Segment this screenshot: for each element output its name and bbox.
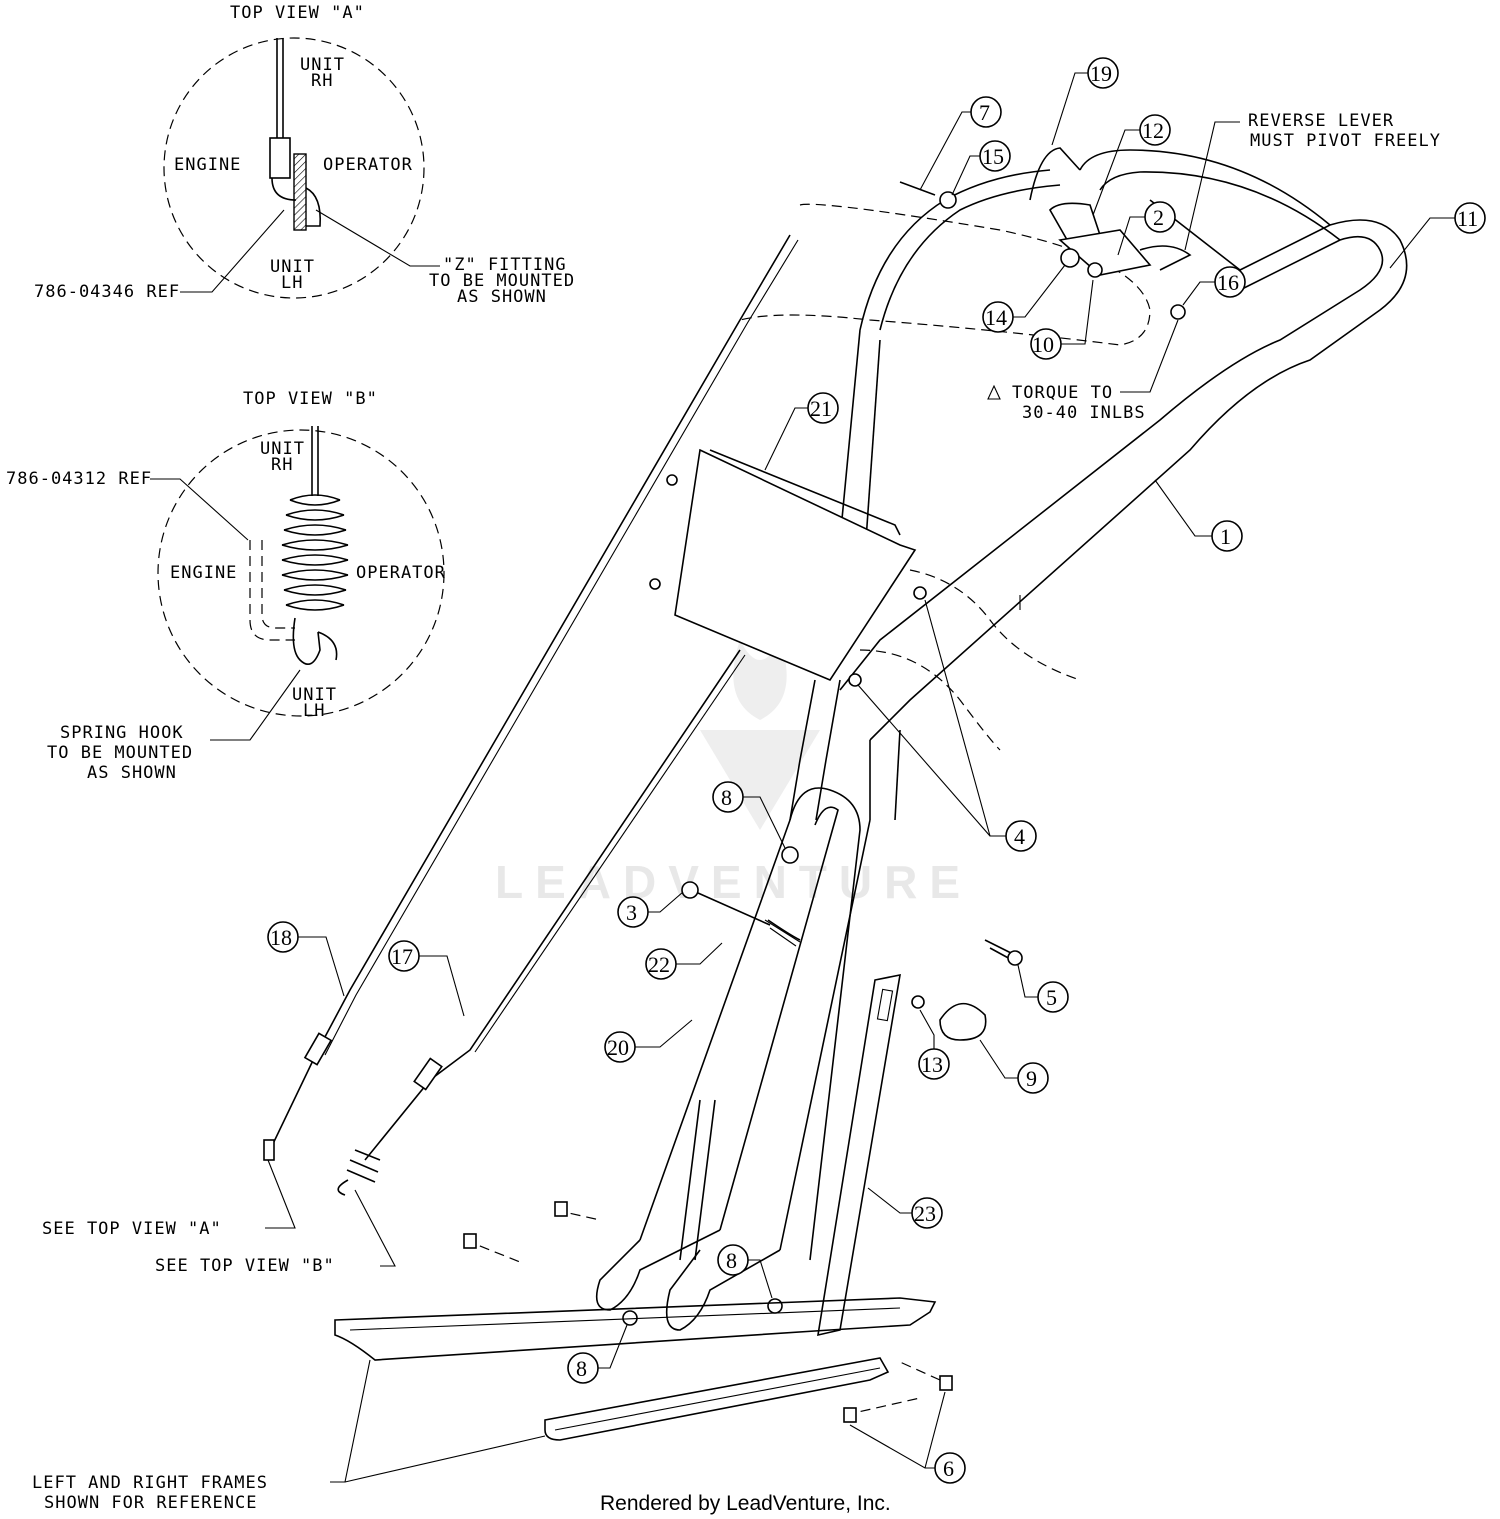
callout-6: 6 bbox=[849, 1391, 966, 1484]
svg-text:19: 19 bbox=[1090, 61, 1112, 86]
svg-text:17: 17 bbox=[391, 944, 413, 969]
note-frames-1: LEFT AND RIGHT FRAMES bbox=[32, 1473, 268, 1493]
svg-text:22: 22 bbox=[648, 952, 670, 977]
callout-11: 11 bbox=[1389, 202, 1486, 269]
note-reverse-lever-1: REVERSE LEVER bbox=[1248, 111, 1394, 131]
callout-18: 18 bbox=[267, 921, 345, 997]
svg-text:10: 10 bbox=[1032, 332, 1054, 357]
detail-a-title: TOP VIEW "A" bbox=[230, 3, 365, 23]
note-see-view-a: SEE TOP VIEW "A" bbox=[42, 1219, 222, 1239]
detail-a-note-1: "Z" FITTING bbox=[443, 255, 567, 275]
detail-b-note-1: SPRING HOOK bbox=[60, 723, 184, 743]
note-torque-2: 30-40 INLBS bbox=[1022, 403, 1146, 423]
credit-line: Rendered by LeadVenture, Inc. bbox=[600, 1492, 891, 1515]
note-torque-1: TORQUE TO bbox=[1012, 383, 1113, 403]
callout-10: 10 bbox=[1030, 279, 1094, 360]
detail-a-unit-rh-1: UNIT bbox=[300, 55, 345, 75]
callout-21: 21 bbox=[764, 392, 839, 471]
detail-a-note-3: AS SHOWN bbox=[457, 287, 547, 307]
callout-9: 9 bbox=[979, 1039, 1049, 1094]
svg-text:13: 13 bbox=[921, 1052, 943, 1077]
callout-5: 5 bbox=[1017, 964, 1069, 1013]
callout-15: 15 bbox=[951, 140, 1011, 196]
watermark: LEADVENTURE bbox=[495, 640, 972, 908]
svg-text:8: 8 bbox=[576, 1356, 587, 1381]
callout-12: 12 bbox=[1092, 114, 1171, 216]
callout-13: 13 bbox=[918, 1009, 950, 1080]
callout-7: 7 bbox=[919, 96, 1002, 191]
svg-text:9: 9 bbox=[1026, 1066, 1037, 1091]
svg-text:21: 21 bbox=[810, 396, 832, 421]
svg-text:8: 8 bbox=[726, 1248, 737, 1273]
callout-20: 20 bbox=[604, 1019, 693, 1063]
callout-14: 14 bbox=[982, 264, 1066, 333]
detail-b-circle bbox=[157, 429, 445, 717]
svg-text:14: 14 bbox=[985, 305, 1007, 330]
detail-b-unit-rh-2: RH bbox=[271, 455, 293, 475]
svg-text:18: 18 bbox=[270, 925, 292, 950]
note-reverse-lever-2: MUST PIVOT FREELY bbox=[1250, 131, 1441, 151]
callout-19: 19 bbox=[1051, 57, 1119, 146]
detail-a-operator: OPERATOR bbox=[323, 155, 413, 175]
detail-b-ref: 786-04312 REF bbox=[6, 469, 152, 489]
callout-8b: 8 bbox=[717, 1244, 773, 1299]
svg-text:15: 15 bbox=[982, 144, 1004, 169]
detail-view-a: TOP VIEW "A" UNIT RH ENGINE OPERATOR UNI… bbox=[34, 3, 575, 307]
detail-b-engine: ENGINE bbox=[170, 563, 237, 583]
svg-text:23: 23 bbox=[914, 1201, 936, 1226]
detail-a-engine: ENGINE bbox=[174, 155, 241, 175]
detail-a-ref: 786-04346 REF bbox=[34, 282, 180, 302]
detail-b-note-3: AS SHOWN bbox=[87, 763, 177, 783]
spring-coils bbox=[281, 494, 349, 611]
handle-assembly bbox=[263, 147, 1408, 1441]
detail-a-note-2: TO BE MOUNTED bbox=[429, 271, 575, 291]
detail-a-unit-lh-2: LH bbox=[281, 273, 303, 293]
notes: REVERSE LEVER MUST PIVOT FREELY TORQUE T… bbox=[32, 111, 1441, 1513]
callout-8c: 8 bbox=[567, 1324, 628, 1384]
callout-22: 22 bbox=[645, 942, 723, 980]
callouts: 1 2 3 4 5 6 7 8 8 8 9 10 11 12 13 14 15 … bbox=[267, 57, 1486, 1484]
detail-a-unit-lh-1: UNIT bbox=[270, 257, 315, 277]
callout-4: 4 bbox=[857, 599, 1037, 852]
callout-3: 3 bbox=[617, 891, 684, 928]
svg-text:5: 5 bbox=[1046, 985, 1057, 1010]
callout-23: 23 bbox=[867, 1187, 943, 1229]
note-see-view-b: SEE TOP VIEW "B" bbox=[155, 1256, 335, 1276]
svg-text:6: 6 bbox=[943, 1456, 954, 1481]
detail-a-unit-rh-2: RH bbox=[311, 71, 333, 91]
svg-text:11: 11 bbox=[1457, 206, 1478, 231]
note-frames-2: SHOWN FOR REFERENCE bbox=[44, 1493, 257, 1513]
detail-b-title: TOP VIEW "B" bbox=[243, 389, 378, 409]
svg-text:1: 1 bbox=[1220, 524, 1231, 549]
callout-1: 1 bbox=[1154, 479, 1243, 552]
detail-b-unit-lh-2: LH bbox=[303, 701, 325, 721]
svg-text:4: 4 bbox=[1014, 824, 1025, 849]
watermark-text: LEADVENTURE bbox=[495, 856, 972, 908]
detail-b-operator: OPERATOR bbox=[356, 563, 446, 583]
torque-symbol-icon bbox=[987, 384, 1001, 400]
callout-8a: 8 bbox=[712, 781, 786, 849]
svg-text:2: 2 bbox=[1153, 205, 1164, 230]
detail-b-note-2: TO BE MOUNTED bbox=[47, 743, 193, 763]
svg-text:3: 3 bbox=[626, 900, 637, 925]
svg-text:7: 7 bbox=[979, 100, 990, 125]
svg-text:8: 8 bbox=[721, 785, 732, 810]
detail-view-b: TOP VIEW "B" UNIT RH ENGINE OPERATOR UNI… bbox=[6, 389, 446, 783]
callout-2: 2 bbox=[1117, 201, 1176, 256]
svg-text:16: 16 bbox=[1217, 270, 1239, 295]
callout-16: 16 bbox=[1182, 266, 1246, 306]
detail-b-unit-lh-1: UNIT bbox=[292, 685, 337, 705]
svg-text:12: 12 bbox=[1142, 118, 1164, 143]
svg-text:20: 20 bbox=[607, 1035, 629, 1060]
detail-b-unit-rh-1: UNIT bbox=[260, 439, 305, 459]
callout-17: 17 bbox=[388, 940, 465, 1017]
detail-a-circle bbox=[163, 37, 425, 299]
